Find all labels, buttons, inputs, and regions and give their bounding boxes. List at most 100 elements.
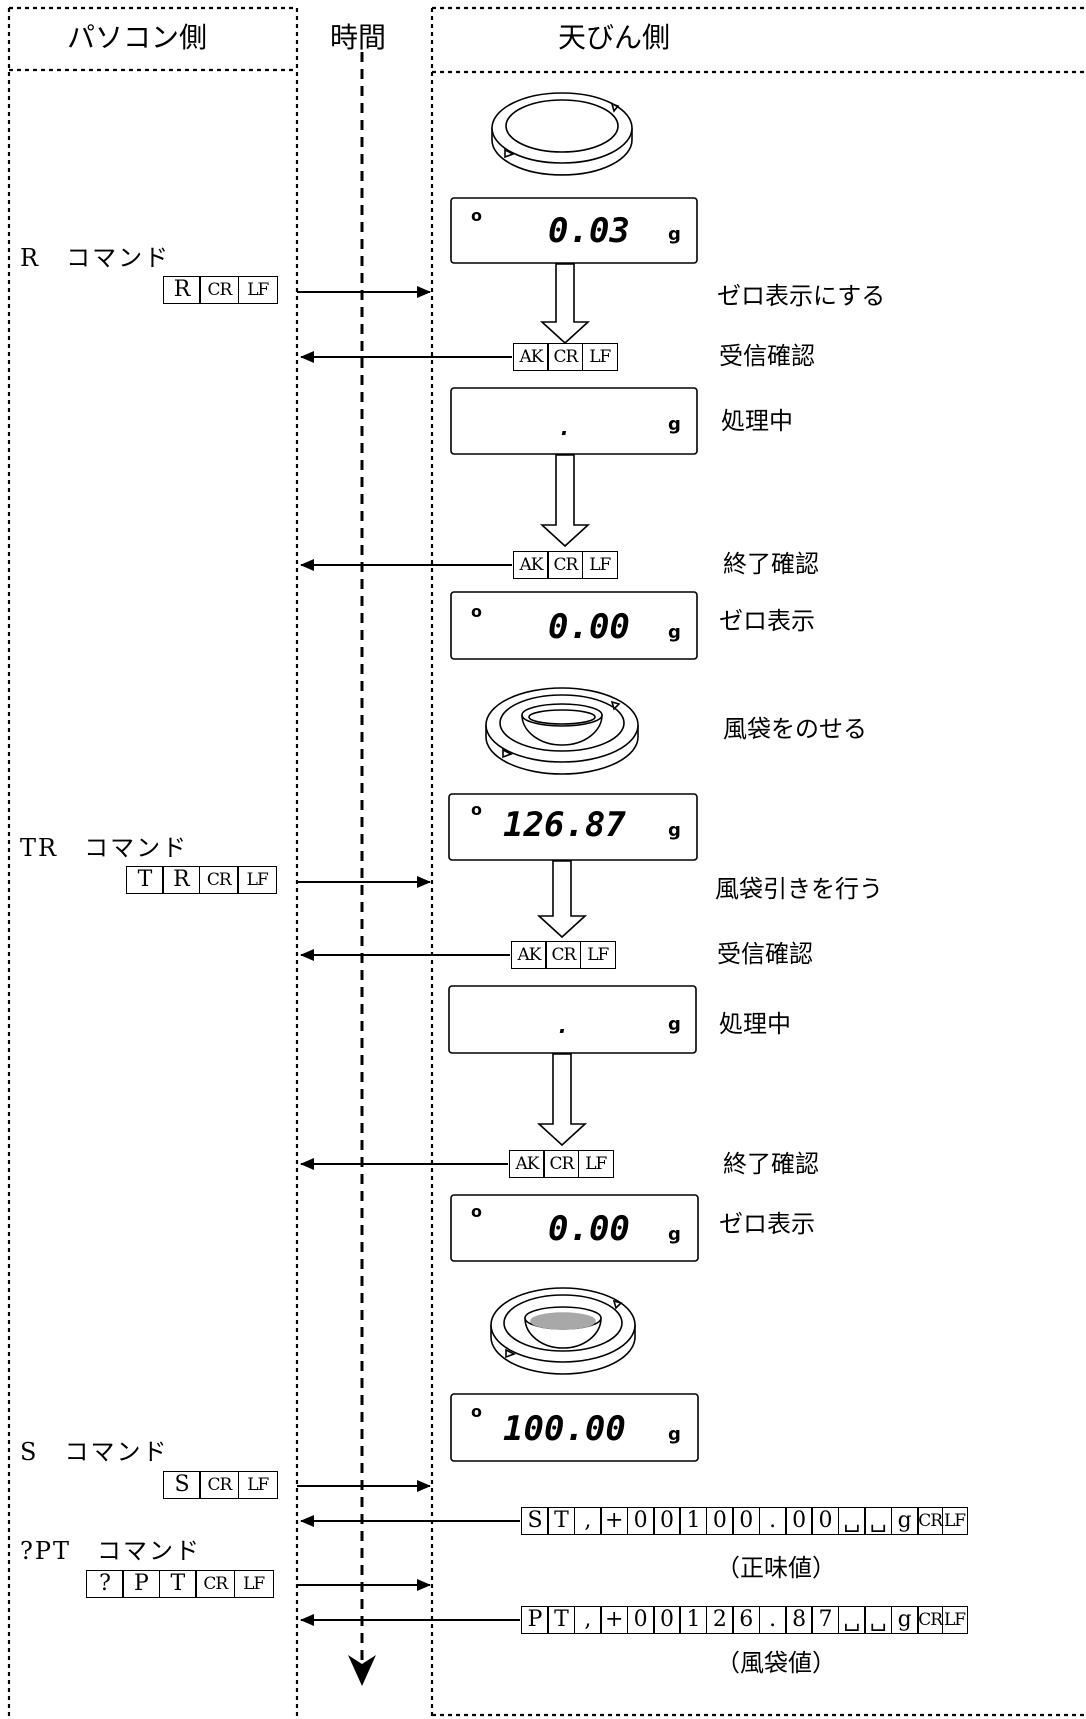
reply-arrows xyxy=(300,351,520,1626)
step-label: 風袋をのせる xyxy=(723,715,867,743)
header-time: 時間 xyxy=(330,21,387,54)
display-value: . xyxy=(558,416,572,441)
display-unit: g xyxy=(668,1014,681,1035)
display-value: 126.87 xyxy=(503,805,626,845)
stable-mark: o xyxy=(471,602,482,621)
step-label: 終了確認 xyxy=(723,1150,819,1178)
pan-empty xyxy=(491,92,633,176)
display-value: 0.00 xyxy=(548,607,630,647)
display-value: . xyxy=(556,1014,570,1039)
display-unit: g xyxy=(668,414,681,435)
process-arrows xyxy=(536,263,591,1147)
pan-with-sample xyxy=(490,1287,636,1375)
seq-char: CR xyxy=(198,866,239,894)
step-label: 終了確認 xyxy=(723,550,819,578)
seq-char: 7 xyxy=(811,1606,840,1634)
seq-char: AK xyxy=(509,1150,545,1178)
seq-char: . xyxy=(758,1606,787,1634)
step-label: （正味値） xyxy=(716,1554,836,1582)
step-label: 受信確認 xyxy=(719,342,815,370)
stable-mark: o xyxy=(471,1402,482,1421)
seq-char: LF xyxy=(237,1471,278,1499)
ack-sequence: AK CR LF xyxy=(509,1150,614,1178)
seq-char: LF xyxy=(577,1150,614,1178)
seq-char: CR xyxy=(917,1606,944,1634)
header-pc-side: パソコン側 xyxy=(67,21,208,54)
display-unit: g xyxy=(668,622,681,643)
seq-char: 8 xyxy=(785,1606,814,1634)
header-balance-side: 天びん側 xyxy=(558,21,671,54)
seq-char: AK xyxy=(511,941,547,969)
step-label: ゼロ表示にする xyxy=(717,282,886,310)
step-label: 風袋引きを行う xyxy=(715,875,883,903)
seq-char: CR xyxy=(545,941,582,969)
command-tr-sequence: T R CR LF xyxy=(126,866,278,894)
stable-mark: o xyxy=(471,206,482,225)
ack-sequence: AK CR LF xyxy=(511,941,616,969)
seq-char: S xyxy=(521,1507,549,1535)
seq-char: CR xyxy=(195,1570,236,1598)
ack-sequence: AK CR LF xyxy=(513,343,618,371)
display-unit: g xyxy=(668,1224,681,1245)
display-value: 0.00 xyxy=(548,1209,630,1249)
seq-char: ␣ xyxy=(837,1507,866,1535)
seq-char: , xyxy=(573,1606,602,1634)
step-label: ゼロ表示 xyxy=(719,607,815,635)
seq-char: 0 xyxy=(626,1507,655,1535)
time-axis-arrowhead xyxy=(348,1655,376,1686)
seq-char: . xyxy=(758,1507,787,1535)
seq-char: CR xyxy=(199,1471,240,1499)
command-pt-sequence: ? P T CR LF xyxy=(86,1570,274,1598)
seq-char: 0 xyxy=(811,1507,840,1535)
seq-char: T xyxy=(158,1570,197,1598)
display-value: 100.00 xyxy=(503,1409,626,1449)
step-label: 処理中 xyxy=(719,1010,791,1038)
seq-char: T xyxy=(547,1507,576,1535)
step-label: （風袋値） xyxy=(716,1649,836,1677)
step-label: ゼロ表示 xyxy=(719,1210,815,1238)
seq-char: T xyxy=(126,866,164,894)
seq-char: LF xyxy=(941,1507,968,1535)
seq-char: LF xyxy=(233,1570,274,1598)
seq-char: + xyxy=(600,1606,629,1634)
command-s-label: S コマンド xyxy=(20,1438,169,1466)
stable-mark: o xyxy=(471,800,482,819)
column-frames xyxy=(7,6,1086,1719)
seq-char: LF xyxy=(941,1606,968,1634)
seq-char: P xyxy=(521,1606,549,1634)
display-value: 0.03 xyxy=(548,211,630,251)
seq-char: CR xyxy=(547,551,584,579)
seq-char: 1 xyxy=(679,1606,708,1634)
seq-char: 0 xyxy=(732,1507,761,1535)
seq-char: 0 xyxy=(653,1606,682,1634)
step-label: 処理中 xyxy=(721,407,793,435)
seq-char: CR xyxy=(547,343,584,371)
seq-char: 0 xyxy=(785,1507,814,1535)
seq-char: 2 xyxy=(705,1606,734,1634)
seq-char: g xyxy=(890,1507,919,1535)
seq-char: , xyxy=(573,1507,602,1535)
seq-char: g xyxy=(890,1606,919,1634)
seq-char: ␣ xyxy=(864,1507,893,1535)
seq-char: R xyxy=(163,276,201,304)
seq-char: R xyxy=(162,866,201,894)
stable-mark: o xyxy=(471,1202,482,1221)
display-unit: g xyxy=(668,1424,681,1445)
ack-sequence: AK CR LF xyxy=(513,551,618,579)
seq-char: CR xyxy=(917,1507,944,1535)
seq-char: + xyxy=(600,1507,629,1535)
display-frames xyxy=(448,197,699,1462)
command-r-sequence: R CR LF xyxy=(163,276,278,304)
send-arrows xyxy=(297,286,431,1591)
seq-char: ␣ xyxy=(864,1606,893,1634)
command-s-sequence: S CR LF xyxy=(163,1471,278,1499)
seq-char: 1 xyxy=(679,1507,708,1535)
seq-char: LF xyxy=(581,551,618,579)
step-label: 受信確認 xyxy=(717,940,813,968)
command-pt-label: ?PT コマンド xyxy=(20,1537,202,1565)
seq-char: ? xyxy=(86,1570,124,1598)
